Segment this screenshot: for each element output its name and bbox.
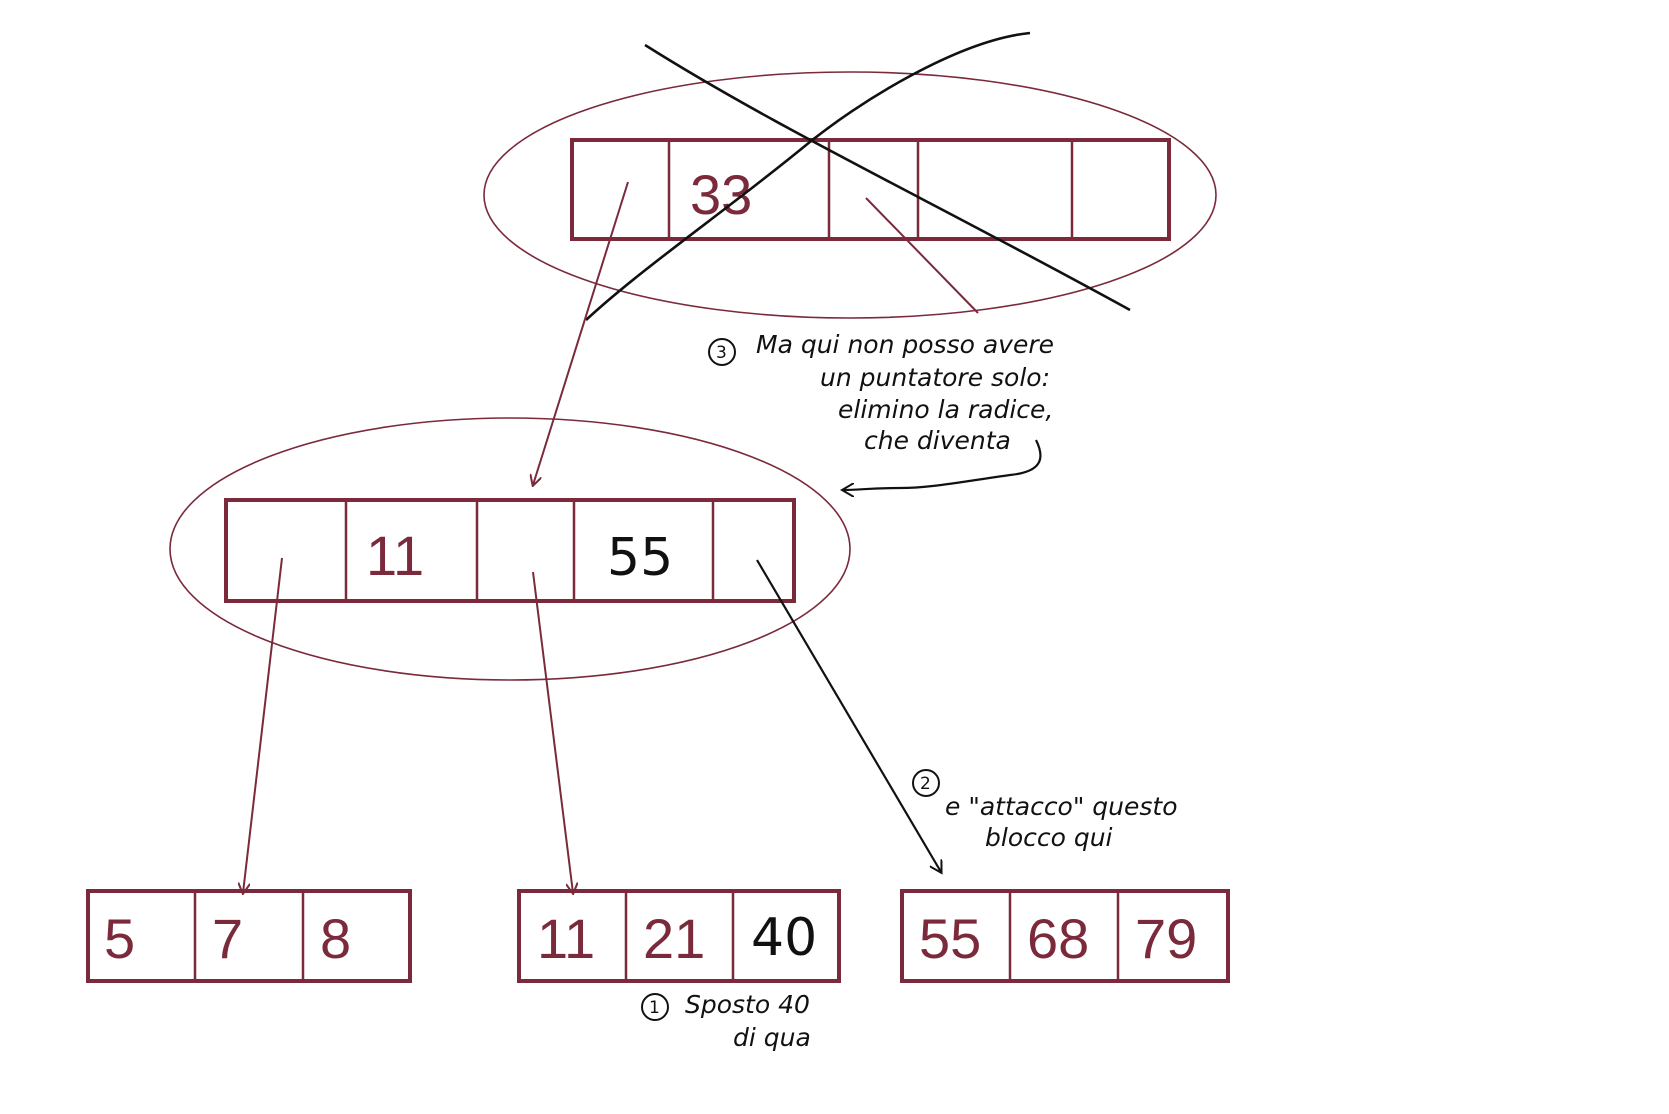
leaf3-key-68: 68 xyxy=(1027,907,1089,970)
leaf3-key-55: 55 xyxy=(919,907,981,970)
note-1: 1 Sposto 40 di qua xyxy=(641,990,811,1052)
leaf-node-2: 11 21 40 xyxy=(517,889,841,983)
note3-curved-arrow xyxy=(843,439,1042,490)
leaf1-key-7: 7 xyxy=(212,907,243,970)
internal-key-11: 11 xyxy=(366,524,424,587)
note-3: 3 Ma qui non posso avere un puntatore so… xyxy=(708,330,1054,455)
note3-line2: un puntatore solo: xyxy=(820,363,1050,392)
internal-node: 11 55 xyxy=(224,498,796,603)
leaf3-key-79: 79 xyxy=(1135,907,1197,970)
root-node-ellipse xyxy=(483,71,1217,319)
leaf1-key-8: 8 xyxy=(320,907,351,970)
note3-number: 3 xyxy=(716,343,727,363)
note1-line1: Sposto 40 xyxy=(685,990,810,1019)
note2-number: 2 xyxy=(920,774,931,794)
leaf-node-3: 55 68 79 xyxy=(900,889,1230,983)
root-to-internal-pointer xyxy=(533,181,629,485)
leaf2-key-40: 40 xyxy=(751,908,817,968)
note2-line2: blocco qui xyxy=(985,823,1113,852)
leaf-node-1: 5 7 8 xyxy=(86,889,412,983)
note3-line4: che diventa xyxy=(864,426,1011,455)
note1-number: 1 xyxy=(649,998,660,1018)
internal-to-leaf3-pointer xyxy=(756,559,941,872)
root-cross-out xyxy=(585,31,1131,321)
root-node: 33 xyxy=(570,138,1171,241)
note3-line3: elimino la radice, xyxy=(838,395,1053,424)
internal-key-55: 55 xyxy=(607,528,673,588)
leaf1-key-5: 5 xyxy=(104,907,135,970)
internal-to-leaf2-pointer xyxy=(532,571,573,893)
note2-line1: e "attacco" questo xyxy=(945,792,1178,821)
internal-to-leaf1-pointer xyxy=(243,557,283,893)
internal-node-ellipse xyxy=(169,417,851,681)
leaf2-key-11: 11 xyxy=(537,907,595,970)
note3-leader-line xyxy=(865,197,979,314)
leaf2-key-21: 21 xyxy=(643,907,705,970)
note3-line1: Ma qui non posso avere xyxy=(756,330,1054,359)
note1-line2: di qua xyxy=(733,1023,811,1052)
note-2: 2 e "attacco" questo blocco qui xyxy=(912,769,1178,852)
